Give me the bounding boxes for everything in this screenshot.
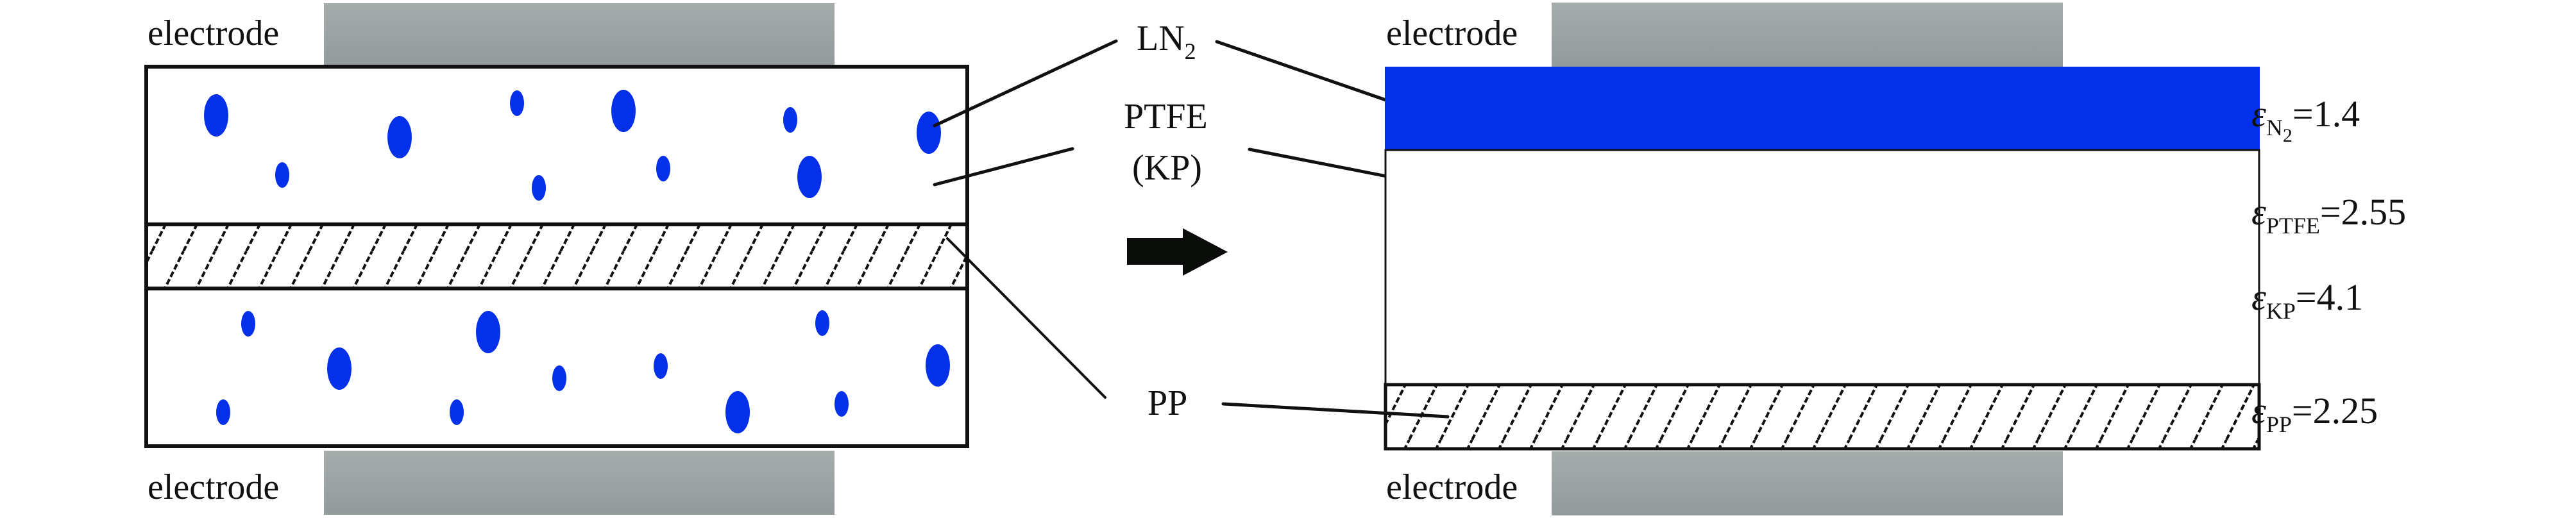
- leader-ptfe-left: [933, 147, 1074, 187]
- right-ln2-layer: [1385, 67, 2260, 150]
- right-ptfe-kp-layer: [1384, 149, 2260, 386]
- permittivity-kp: εKP=4.1: [2251, 276, 2363, 324]
- right-arrow-icon: [1127, 228, 1228, 276]
- right-top-electrode: [1552, 3, 2063, 67]
- ln2-bubble: [835, 391, 849, 417]
- ln2-bubble: [926, 344, 950, 387]
- ln2-bubble: [275, 162, 289, 188]
- leader-ln2-left: [933, 39, 1118, 128]
- permittivity-ptfe: εPTFE=2.55: [2251, 191, 2406, 238]
- left-bottom-electrode: [324, 451, 835, 515]
- ptfe-label: PTFE: [1124, 97, 1208, 137]
- permittivity-labels: εN2=1.4 εPTFE=2.55 εKP=4.1 εPP=2.25: [2251, 93, 2406, 437]
- ln2-bubble: [476, 311, 500, 353]
- left-top-electrode: [324, 3, 835, 65]
- permittivity-pp: εPP=2.25: [2251, 390, 2378, 437]
- ln2-label: LN2: [1137, 19, 1196, 64]
- right-bottom-electrode: [1552, 451, 2063, 515]
- pp-label: PP: [1148, 383, 1187, 423]
- ln2-bubble: [387, 116, 412, 158]
- ln2-bubbles-lower: [216, 310, 950, 433]
- left-bottom-electrode-label: electrode: [148, 467, 279, 507]
- permittivity-n2: εN2=1.4: [2251, 93, 2360, 146]
- ln2-bubble: [815, 310, 829, 336]
- ln2-bubble: [552, 365, 566, 391]
- right-panel: electrode electrode: [1384, 3, 2261, 515]
- right-pp-layer: [1384, 383, 2261, 451]
- ln2-bubble: [241, 311, 255, 337]
- ln2-bubble: [611, 90, 636, 132]
- callout-labels: LN2 PTFE (KP) PP: [1124, 19, 1208, 423]
- ln2-bubble: [656, 156, 670, 181]
- ln2-bubbles-upper: [204, 90, 941, 201]
- ln2-bubble: [216, 399, 230, 425]
- ln2-bubble: [327, 347, 352, 390]
- ln2-bubble: [532, 175, 546, 201]
- left-pp-layer: [144, 222, 969, 290]
- right-top-electrode-label: electrode: [1386, 13, 1518, 53]
- right-bottom-electrode-label: electrode: [1386, 467, 1518, 507]
- ln2-bubble: [510, 90, 524, 116]
- ln2-bubble: [725, 391, 750, 433]
- ln2-bubble: [797, 156, 822, 198]
- left-top-electrode-label: electrode: [148, 13, 279, 53]
- ln2-bubble: [654, 353, 668, 379]
- kp-label: (KP): [1132, 148, 1202, 188]
- ln2-bubble: [783, 107, 797, 133]
- ln2-bubble: [450, 399, 464, 425]
- ln2-bubble: [204, 94, 228, 137]
- left-upper-ptfe-layer: [144, 65, 969, 226]
- leader-pp-left: [946, 237, 1106, 399]
- left-panel: electrode electrode: [144, 3, 969, 515]
- ln2-bubble: [917, 112, 941, 154]
